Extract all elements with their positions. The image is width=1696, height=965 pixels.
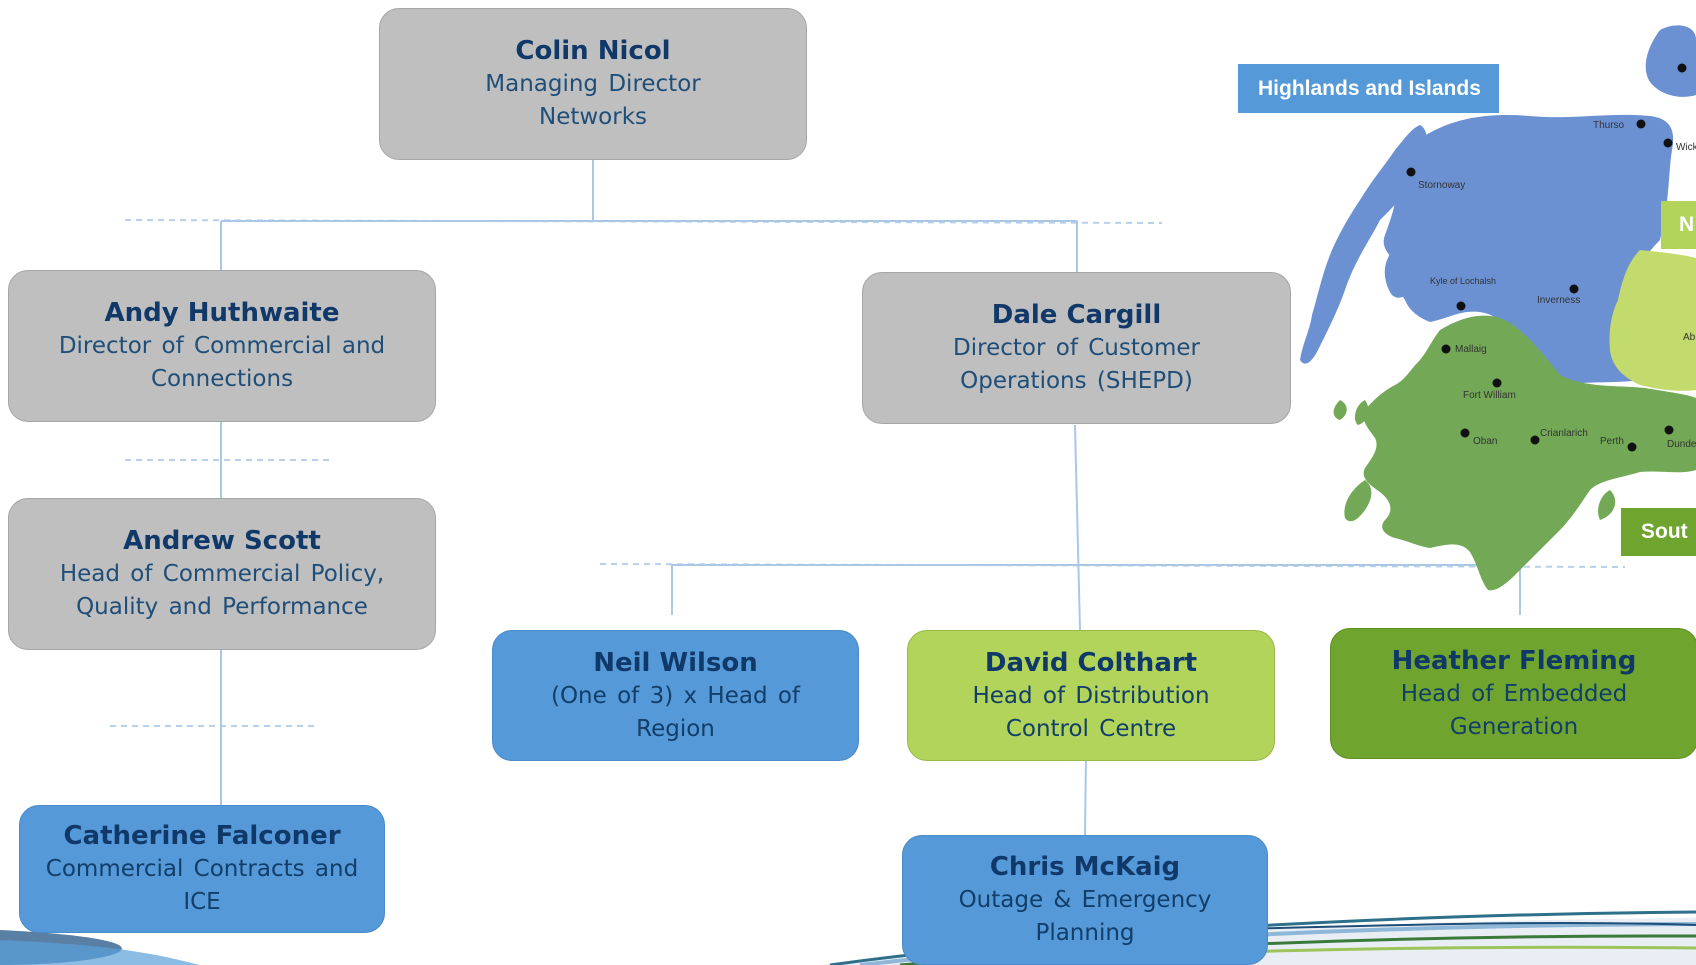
map-skye [1384, 245, 1417, 298]
town-dundee: Dundee [1667, 439, 1696, 450]
town-kyle: Kyle of Lochalsh [1430, 276, 1496, 286]
box-chris-mckaig: Chris McKaig Outage & Emergency Planning [902, 835, 1268, 965]
title-andy-huthwaite-2: Connections [150, 366, 294, 392]
region-tag-highlands: Highlands and Islands [1238, 64, 1499, 113]
name-neil-wilson: Neil Wilson [593, 647, 758, 678]
name-colin-nicol: Colin Nicol [515, 36, 671, 66]
name-david-colthart: David Colthart [984, 647, 1198, 678]
map-region-south [1363, 315, 1696, 591]
town-crianlarich: Crianlarich [1540, 428, 1588, 439]
town-stornoway: Stornoway [1418, 180, 1465, 191]
title-dale-cargill-2: Operations (SHEPD) [960, 368, 1193, 394]
title-colin-nicol-2: Networks [538, 104, 647, 130]
town-thurso: Thurso [1593, 120, 1625, 131]
town-wick: Wick [1676, 142, 1696, 153]
box-david-colthart: David Colthart Head of Distribution Cont… [907, 630, 1275, 761]
town-fort-william: Fort William [1463, 390, 1516, 401]
title-andy-huthwaite-1: Director of Commercial and [58, 333, 386, 359]
title-neil-wilson-2: Region [636, 715, 715, 742]
town-oban: Oban [1473, 436, 1497, 447]
title-colin-nicol-1: Managing Director [485, 71, 701, 97]
name-chris-mckaig: Chris McKaig [989, 852, 1181, 882]
region-tag-south: Sout [1621, 508, 1696, 556]
name-catherine-falconer: Catherine Falconer [63, 821, 341, 851]
title-heather-fleming-1: Head of Embedded [1400, 680, 1628, 707]
title-david-colthart-1: Head of Distribution [972, 682, 1210, 709]
town-mallaig: Mallaig [1455, 344, 1487, 355]
region-tag-highlands-label: Highlands and Islands [1258, 76, 1481, 100]
title-catherine-falconer-1: Commercial Contracts and [45, 856, 359, 882]
title-andrew-scott-1: Head of Commercial Policy, [59, 561, 385, 587]
name-heather-fleming: Heather Fleming [1391, 645, 1637, 676]
map-outer-hebrides [1300, 125, 1427, 364]
title-david-colthart-2: Control Centre [1005, 715, 1177, 742]
region-tag-north: N [1661, 201, 1696, 249]
title-dale-cargill-1: Director of Customer [953, 335, 1200, 361]
name-andrew-scott: Andrew Scott [123, 526, 321, 556]
town-aberdeen: Ab [1683, 332, 1696, 343]
title-heather-fleming-2: Generation [1449, 713, 1579, 740]
box-colin-nicol: Colin Nicol Managing Director Networks [379, 8, 807, 160]
box-andy-huthwaite: Andy Huthwaite Director of Commercial an… [8, 270, 436, 422]
title-neil-wilson-1: (One of 3) x Head of [550, 682, 801, 709]
map-orkney [1645, 25, 1696, 97]
box-heather-fleming: Heather Fleming Head of Embedded Generat… [1330, 628, 1696, 759]
box-catherine-falconer: Catherine Falconer Commercial Contracts … [19, 805, 385, 933]
box-neil-wilson: Neil Wilson (One of 3) x Head of Region [492, 630, 859, 761]
title-andrew-scott-2: Quality and Performance [76, 594, 368, 620]
title-chris-mckaig-1: Outage & Emergency [958, 887, 1212, 913]
box-dale-cargill: Dale Cargill Director of Customer Operat… [862, 272, 1291, 424]
title-catherine-falconer-2: ICE [183, 889, 221, 915]
name-andy-huthwaite: Andy Huthwaite [104, 298, 340, 328]
name-dale-cargill: Dale Cargill [991, 300, 1162, 330]
town-perth: Perth [1600, 436, 1624, 447]
region-tag-south-label: Sout [1641, 520, 1688, 543]
region-tag-north-label: N [1679, 213, 1695, 236]
scotland-map: Stornoway Thurso Wick Kyle of Lochalsh I… [1300, 25, 1696, 591]
town-inverness: Inverness [1537, 295, 1580, 306]
map-region-highlands [1383, 114, 1674, 385]
title-chris-mckaig-2: Planning [1035, 920, 1135, 946]
map-region-north [1609, 250, 1696, 391]
box-andrew-scott: Andrew Scott Head of Commercial Policy, … [8, 498, 436, 650]
